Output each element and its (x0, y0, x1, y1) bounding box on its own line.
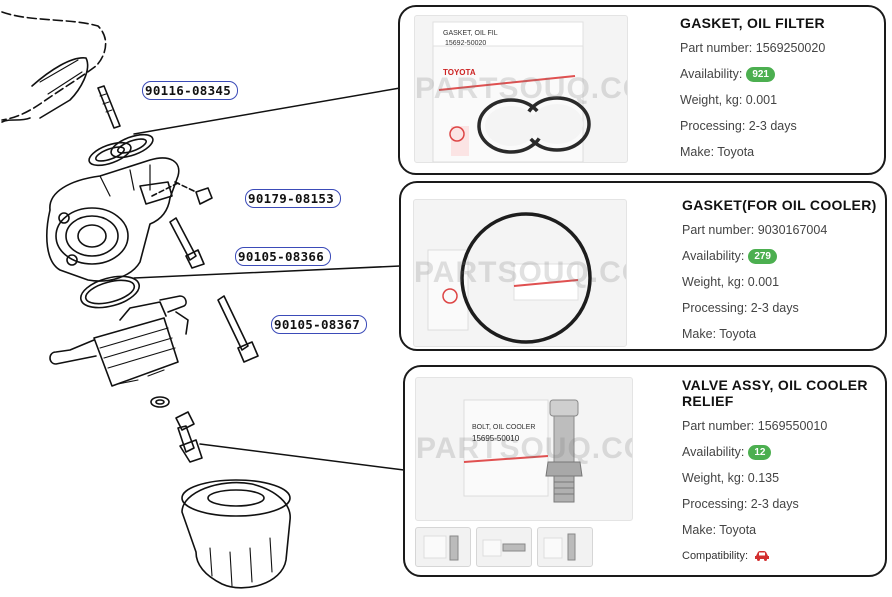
part-photo[interactable]: BOLT, OIL COOLER 15695-50010 PARTSOUQ.CO… (415, 377, 633, 521)
o-ring-image (427, 212, 592, 344)
part-info: VALVE ASSY, OIL COOLER RELIEF Part numbe… (682, 377, 882, 573)
availability-badge: 12 (748, 445, 772, 460)
weight-value: 0.001 (745, 93, 778, 107)
processing-value: 2-3 days (750, 497, 799, 511)
thumbnail-2[interactable] (476, 527, 532, 567)
part-title[interactable]: GASKET(FOR OIL COOLER) (682, 197, 877, 213)
part-title[interactable]: GASKET, OIL FILTER (680, 15, 825, 31)
make-value: Toyota (717, 145, 755, 159)
weight-row: Weight, kg: 0.001 (680, 93, 778, 107)
thumbnail-3[interactable] (537, 527, 593, 567)
photo-label-text: BOLT, OIL COOLER (472, 424, 536, 431)
photo-part-number: 15692-50020 (445, 40, 487, 47)
availability-badge: 921 (746, 67, 775, 82)
photo-brand: TOYOTA (443, 68, 476, 77)
part-number-row: Part number: 1569250020 (680, 41, 826, 55)
processing-row: Processing: 2-3 days (680, 119, 797, 133)
photo-label-text: GASKET, OIL FIL (443, 30, 498, 37)
make-value: Toyota (719, 523, 757, 537)
valve-thumb-image (423, 535, 459, 561)
callout-90116-08345[interactable]: 90116-08345 (142, 81, 239, 100)
car-icon[interactable] (754, 549, 770, 567)
compatibility-row[interactable]: Compatibility: (682, 547, 882, 573)
availability-row: Availability:921 (680, 65, 880, 91)
part-info: GASKET, OIL FILTER Part number: 15692500… (680, 15, 880, 169)
processing-value: 2-3 days (748, 119, 797, 133)
make-row: Make: Toyota (680, 145, 755, 159)
part-title[interactable]: VALVE ASSY, OIL COOLER RELIEF (682, 377, 868, 409)
photo-part-number: 15695-50010 (472, 434, 520, 443)
thumbnail-1[interactable] (415, 527, 471, 567)
make-row: Make: Toyota (682, 523, 757, 537)
callout-90179-08153[interactable]: 90179-08153 (245, 189, 342, 208)
weight-row: Weight, kg: 0.135 (682, 471, 780, 485)
callout-90105-08367[interactable]: 90105-08367 (271, 315, 368, 334)
part-card-gasket-oil-cooler[interactable]: PARTSOUQ.COM GASKET(FOR OIL COOLER) Part… (399, 181, 887, 351)
part-number-row: Part number: 1569550010 (682, 419, 828, 433)
weight-row: Weight, kg: 0.001 (682, 275, 780, 289)
part-photo[interactable]: GASKET, OIL FIL 15692-50020 TOYOTA PARTS… (414, 15, 628, 163)
availability-row: Availability:279 (682, 247, 882, 273)
availability-badge: 279 (748, 249, 777, 264)
part-number-row: Part number: 9030167004 (682, 223, 828, 237)
processing-row: Processing: 2-3 days (682, 301, 799, 315)
processing-value: 2-3 days (750, 301, 799, 315)
part-photo[interactable]: PARTSOUQ.COM (413, 199, 627, 347)
availability-row: Availability:12 (682, 443, 882, 469)
part-number-value: 1569250020 (755, 41, 826, 55)
make-value: Toyota (719, 327, 757, 341)
valve-thumb-image (482, 539, 526, 557)
valve-image (463, 399, 583, 503)
callout-90105-08366[interactable]: 90105-08366 (235, 247, 332, 266)
part-card-gasket-oil-filter[interactable]: GASKET, OIL FIL 15692-50020 TOYOTA PARTS… (398, 5, 886, 175)
processing-row: Processing: 2-3 days (682, 497, 799, 511)
gasket-image (432, 21, 591, 162)
car-icon-svg (755, 551, 770, 561)
part-info: GASKET(FOR OIL COOLER) Part number: 9030… (682, 197, 882, 351)
weight-value: 0.001 (747, 275, 780, 289)
part-number-value: 1569550010 (757, 419, 828, 433)
make-row: Make: Toyota (682, 327, 757, 341)
weight-value: 0.135 (747, 471, 780, 485)
part-card-valve-assy[interactable]: BOLT, OIL COOLER 15695-50010 PARTSOUQ.CO… (403, 365, 887, 577)
part-number-value: 9030167004 (757, 223, 828, 237)
valve-thumb-image (543, 533, 576, 561)
